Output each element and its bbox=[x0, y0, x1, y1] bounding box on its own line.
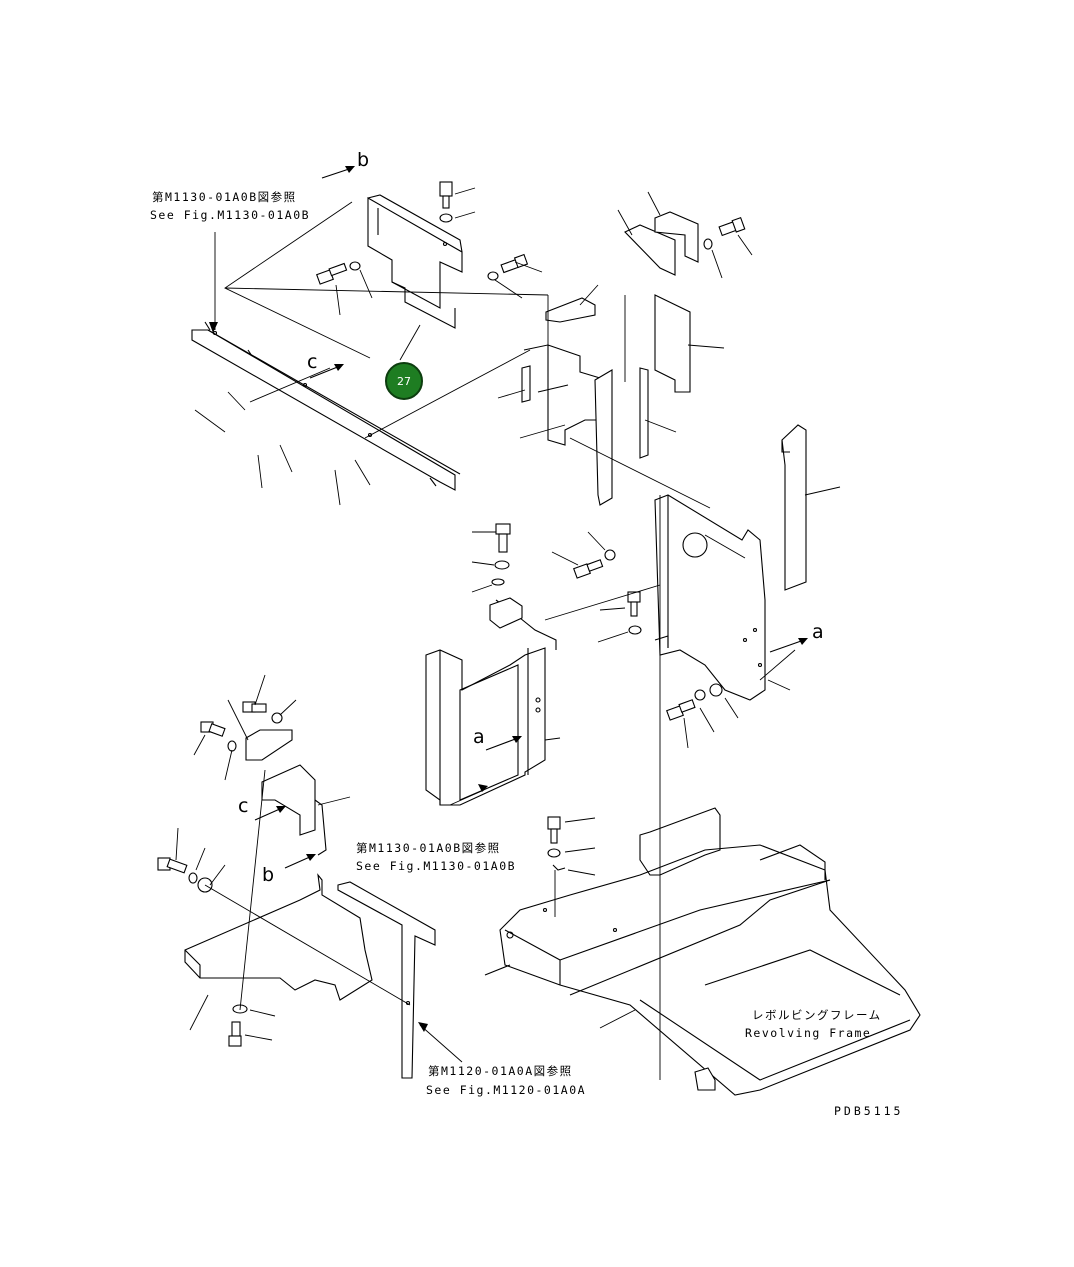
middle-bolts bbox=[491, 523, 723, 721]
lower-floor-plate bbox=[157, 857, 373, 1047]
lower-left-bracket bbox=[200, 701, 327, 856]
view-letter-c-top: c bbox=[307, 351, 318, 373]
view-letter-b-top: b bbox=[357, 149, 370, 171]
door-frame bbox=[425, 597, 561, 806]
view-letter-a-right: a bbox=[812, 621, 824, 643]
central-main-panel bbox=[654, 494, 766, 701]
center-vertical-plates bbox=[521, 344, 649, 506]
reference-mid-en: See Fig.M1130-01A0B bbox=[356, 859, 517, 873]
view-letter-c-left: c bbox=[238, 795, 249, 817]
part-number-badge[interactable]: 27 bbox=[385, 362, 423, 400]
revolving-frame bbox=[484, 807, 921, 1096]
view-arrows bbox=[209, 166, 808, 1032]
right-side-panel bbox=[781, 424, 807, 591]
upper-rail bbox=[191, 321, 461, 491]
reference-top-jp: 第M1130-01A0B図参照 bbox=[152, 190, 297, 204]
reference-top-en: See Fig.M1130-01A0B bbox=[150, 208, 311, 222]
view-letter-a-mid: a bbox=[473, 726, 485, 748]
reference-bottom-en: See Fig.M1120-01A0A bbox=[426, 1083, 587, 1097]
drawing-code: PDB5115 bbox=[834, 1104, 904, 1118]
reference-bottom-jp: 第M1120-01A0A図参照 bbox=[428, 1064, 573, 1078]
top-bolts bbox=[316, 181, 529, 285]
frame-label-jp: レボルビングフレーム bbox=[752, 1008, 882, 1022]
upper-right-brackets bbox=[545, 211, 746, 393]
frame-label-en: Revolving Frame bbox=[745, 1026, 872, 1040]
leader-lines bbox=[175, 187, 841, 1080]
part-number-label: 27 bbox=[397, 374, 411, 388]
upper-cover-plate bbox=[367, 194, 463, 329]
view-letter-b-left: b bbox=[262, 864, 275, 886]
reference-mid-jp: 第M1130-01A0B図参照 bbox=[356, 841, 501, 855]
